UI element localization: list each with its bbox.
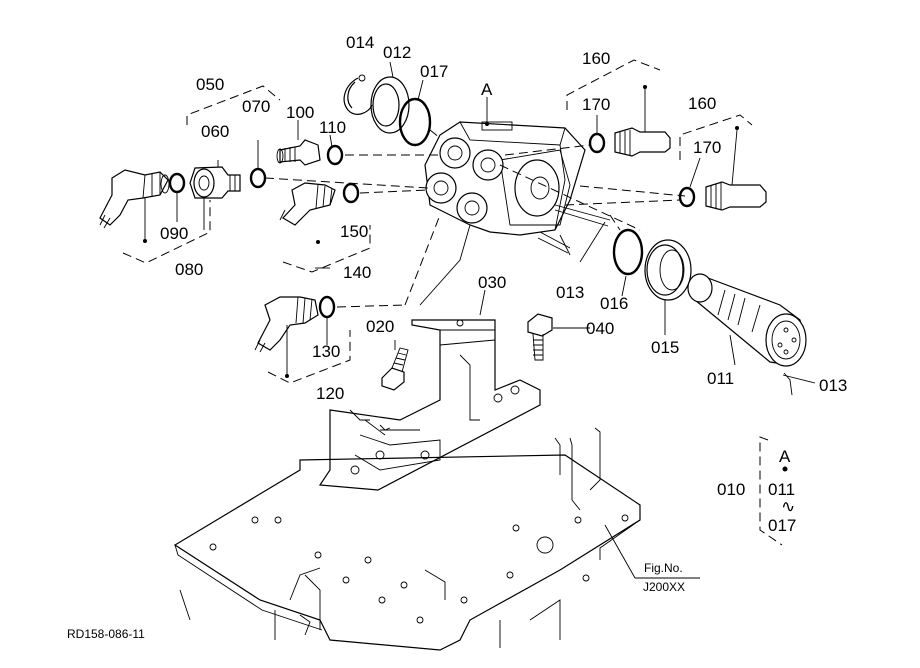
o-ring-170-top <box>588 132 606 154</box>
diagram-id: RD158-086-11 <box>67 627 145 641</box>
part-labels: 014 012 017 050 060 070 100 110 150 140 … <box>67 33 847 641</box>
label-015: 015 <box>651 338 679 357</box>
label-011: 011 <box>707 369 734 388</box>
legend-to: 017 <box>768 516 796 535</box>
fitting-160-top <box>614 85 671 157</box>
fitting-100 <box>276 139 321 166</box>
o-ring-017 <box>398 97 432 147</box>
label-017: 017 <box>420 62 448 81</box>
fig-ref-line1: Fig.No. <box>644 561 683 575</box>
label-110: 110 <box>319 118 346 137</box>
label-150: 150 <box>340 222 368 241</box>
label-140: 140 <box>343 263 371 282</box>
label-016: 016 <box>600 294 628 313</box>
valve-body <box>419 121 611 306</box>
center-lines <box>264 129 686 308</box>
snap-ring-014 <box>343 74 373 115</box>
legend-sep: ∿ <box>781 497 795 516</box>
fig-ref-line2: J200XX <box>643 580 685 594</box>
label-130: 130 <box>312 342 340 361</box>
label-170-top: 170 <box>582 95 610 114</box>
o-ring-110 <box>326 144 344 166</box>
o-ring-070 <box>249 167 267 189</box>
label-080: 080 <box>175 260 203 279</box>
bracket-030 <box>318 319 541 491</box>
elbow-fitting-080 <box>99 169 170 229</box>
leader-lines <box>143 61 736 579</box>
o-ring-016 <box>612 228 644 276</box>
elbow-fitting-140 <box>279 182 336 226</box>
elbow-fitting-120 <box>254 296 319 353</box>
label-100: 100 <box>286 103 314 122</box>
bolt-020 <box>381 347 409 391</box>
bolt-040 <box>527 313 553 361</box>
chassis-frame <box>173 427 641 651</box>
label-120: 120 <box>316 384 344 403</box>
o-ring-150 <box>342 182 360 204</box>
group-brackets <box>122 59 816 546</box>
adapter-060 <box>189 166 241 199</box>
spool-011 <box>687 273 807 367</box>
label-020: 020 <box>366 317 394 336</box>
label-090: 090 <box>160 224 188 243</box>
label-170-right: 170 <box>693 138 721 157</box>
label-050: 050 <box>196 75 224 94</box>
o-ring-090 <box>168 172 186 194</box>
fitting-160-right <box>705 126 767 211</box>
label-040: 040 <box>586 319 614 338</box>
label-callout-A: A <box>481 80 493 99</box>
label-013-right: 013 <box>819 376 847 395</box>
legend-parent: 010 <box>717 480 745 499</box>
o-ring-170-right <box>678 186 696 208</box>
label-160-top: 160 <box>582 49 610 68</box>
point-A-marker <box>782 466 788 472</box>
o-ring-130 <box>318 295 336 319</box>
label-060: 060 <box>201 122 229 141</box>
label-160-right: 160 <box>688 94 716 113</box>
legend-from: 011 <box>768 480 795 499</box>
spacer-012 <box>370 76 410 134</box>
seal-015 <box>644 239 692 301</box>
label-030: 030 <box>478 273 506 292</box>
label-013: 013 <box>556 283 584 302</box>
label-014: 014 <box>346 33 374 52</box>
label-012: 012 <box>383 43 411 62</box>
legend-point-A: A <box>779 447 791 466</box>
label-070: 070 <box>242 97 270 116</box>
